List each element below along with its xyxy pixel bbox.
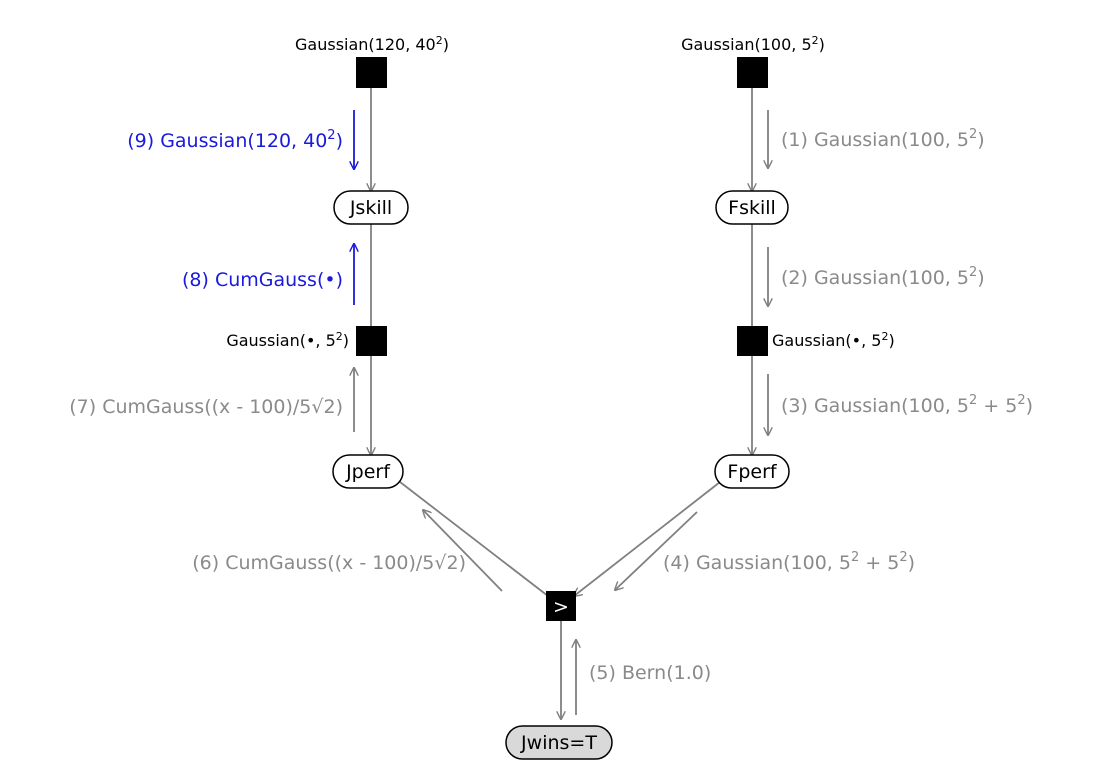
variable-nodes (332, 190, 790, 760)
message-label-9: (9) Gaussian(120, 402) (127, 128, 343, 152)
variable-fskill-label: Fskill (728, 197, 776, 219)
message-label-8: (8) CumGauss(•) (182, 269, 343, 291)
factor-noise-f-label: Gaussian(•, 52) (772, 330, 895, 350)
factor-nodes (356, 57, 768, 621)
variable-jperf-label: Jperf (345, 461, 391, 483)
variable-jwins-label: Jwins=T (520, 732, 597, 754)
factor-compare[interactable] (546, 591, 576, 621)
message-arrows (354, 110, 768, 715)
factor-noise-f[interactable] (737, 326, 768, 356)
variable-jskill[interactable] (333, 190, 409, 225)
variable-fperf[interactable] (714, 454, 790, 489)
graph-edges (371, 88, 752, 719)
message-arrow-4 (615, 511, 698, 590)
message-label-2: (2) Gaussian(100, 52) (781, 265, 985, 289)
message-label-5: (5) Bern(1.0) (589, 662, 711, 684)
variable-fskill[interactable] (715, 190, 789, 225)
factor-noise-j[interactable] (356, 326, 387, 356)
factor-prior-j-label: Gaussian(120, 402) (295, 34, 449, 54)
message-label-6: (6) CumGauss((x - 100)/5√2) (192, 552, 466, 574)
variable-jperf[interactable] (332, 454, 404, 489)
edge-jperf-to-compare (399, 481, 549, 597)
factor-compare-label: > (553, 596, 569, 618)
edge-fperf-to-compare (574, 481, 721, 596)
message-label-4: (4) Gaussian(100, 52 + 52) (663, 550, 915, 574)
variable-fperf-label: Fperf (727, 461, 777, 483)
factor-prior-j[interactable] (356, 57, 387, 88)
variable-jskill-label: Jskill (349, 197, 392, 219)
variable-jwins[interactable] (505, 725, 613, 760)
message-label-3: (3) Gaussian(100, 52 + 52) (781, 393, 1033, 417)
factor-noise-j-label: Gaussian(•, 52) (226, 330, 349, 350)
factor-prior-f-label: Gaussian(100, 52) (681, 34, 825, 54)
message-label-7: (7) CumGauss((x - 100)/5√2) (69, 396, 343, 418)
message-arrow-6 (423, 510, 503, 592)
factor-prior-f[interactable] (737, 57, 768, 88)
message-label-1: (1) Gaussian(100, 52) (781, 127, 985, 151)
